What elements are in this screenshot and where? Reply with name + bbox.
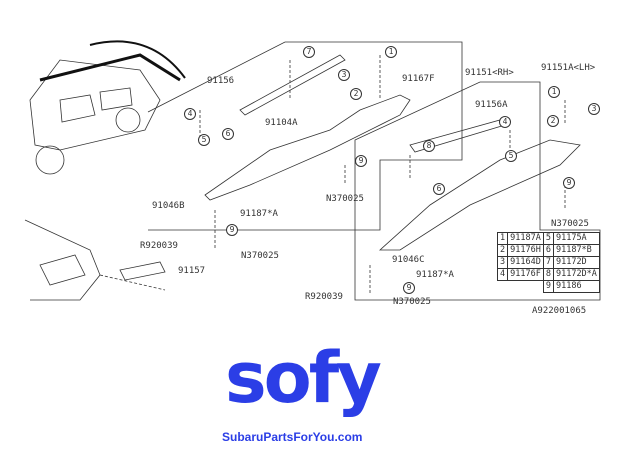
callout-5-lh: 5 bbox=[505, 150, 517, 162]
callout-8: 8 bbox=[423, 140, 435, 152]
rh-assembly-label: 91151<RH> bbox=[465, 68, 514, 78]
rh-rail-label: 91104A bbox=[265, 118, 298, 128]
rear-sketch bbox=[24, 219, 166, 301]
watermark-logo: sofy bbox=[225, 337, 382, 419]
callout-6-lh: 6 bbox=[433, 183, 445, 195]
rh-end-cap-label: 91046B bbox=[152, 201, 185, 211]
rh-rail bbox=[204, 54, 411, 201]
watermark-site: SubaruPartsForYou.com bbox=[222, 430, 363, 444]
rh-rail-cover-label: 91156 bbox=[207, 76, 235, 86]
rh-nut-center-label: N370025 bbox=[326, 194, 364, 204]
lh-rail bbox=[378, 119, 581, 251]
callout-4-lh: 4 bbox=[499, 116, 511, 128]
lh-assembly-label: 91151A<LH> bbox=[541, 63, 596, 73]
callout-6: 6 bbox=[222, 128, 234, 140]
rh-clip-label: 91187*A bbox=[240, 209, 278, 219]
lh-rail-cover-label: 91156A bbox=[475, 100, 508, 110]
callout-9-lh-lower: 9 bbox=[403, 282, 415, 294]
lh-nut-right-label: N370025 bbox=[551, 219, 589, 229]
callout-5: 5 bbox=[198, 134, 210, 146]
callout-9: 9 bbox=[355, 155, 367, 167]
rear-part-label: 91157 bbox=[178, 266, 206, 276]
lh-frame bbox=[354, 81, 601, 301]
rh-nut-lower-label: N370025 bbox=[241, 251, 279, 261]
callout-3-lh: 3 bbox=[588, 103, 600, 115]
callout-1: 1 bbox=[385, 46, 397, 58]
lh-nut-lower-label: N370025 bbox=[393, 297, 431, 307]
lh-rivet-label: R920039 bbox=[305, 292, 343, 302]
callout-7: 7 bbox=[303, 46, 315, 58]
lh-end-cap-label: 91046C bbox=[392, 255, 425, 265]
diagram-code: A922001065 bbox=[532, 306, 587, 316]
vehicle-sketch bbox=[29, 53, 181, 175]
rh-rivet-label: R920039 bbox=[140, 241, 178, 251]
callout-9-rh-lower: 9 bbox=[226, 224, 238, 236]
callout-2-lh: 2 bbox=[547, 115, 559, 127]
callout-3: 3 bbox=[338, 69, 350, 81]
rh-frame bbox=[147, 41, 463, 231]
callout-9-lh: 9 bbox=[563, 177, 575, 189]
lh-clip-label: 91187*A bbox=[416, 270, 454, 280]
leader-lines bbox=[199, 55, 566, 295]
callout-2: 2 bbox=[350, 88, 362, 100]
arrow-line bbox=[89, 40, 186, 79]
callout-1-lh: 1 bbox=[548, 86, 560, 98]
callout-4: 4 bbox=[184, 108, 196, 120]
bolt-rh-label: 91167F bbox=[402, 74, 435, 84]
